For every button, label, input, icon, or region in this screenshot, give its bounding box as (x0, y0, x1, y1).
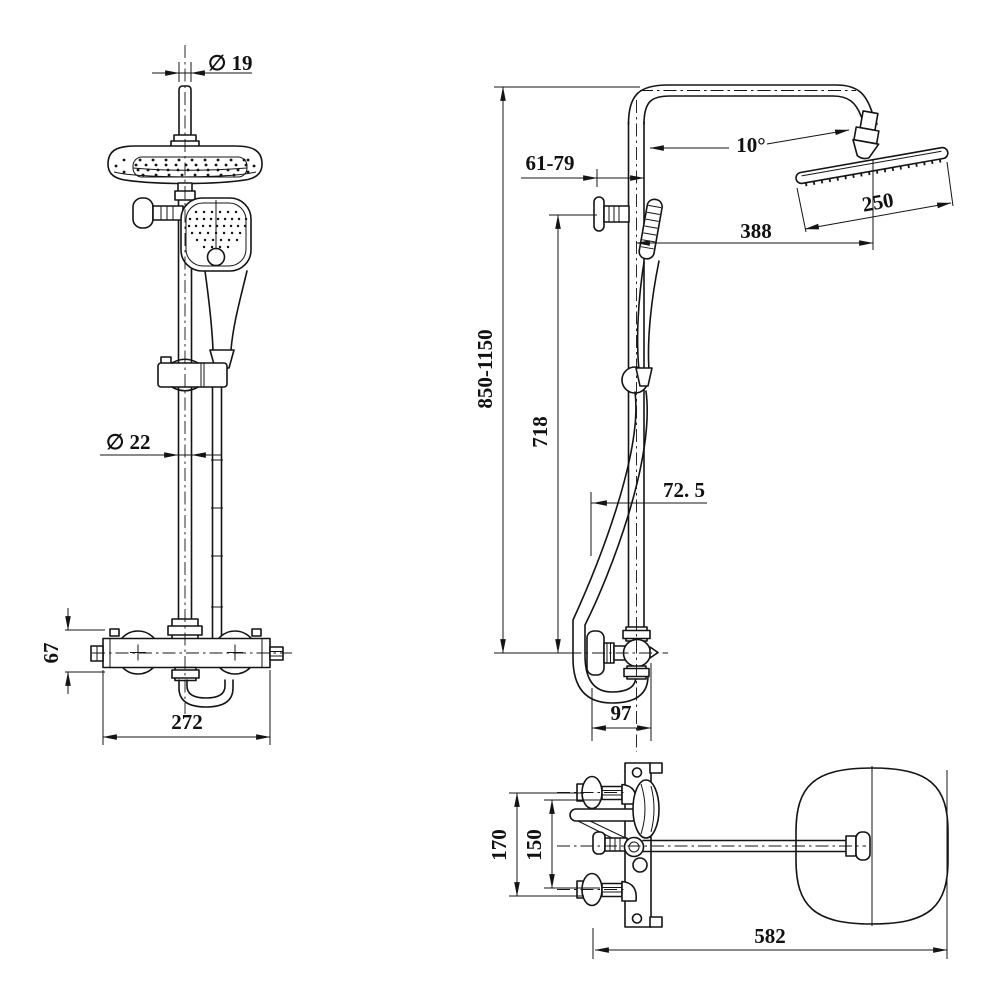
dim-wall-offset: 61-79 (526, 151, 575, 175)
dim-valve-depth: 97 (611, 701, 632, 725)
top-dimensions: 170 150 582 (487, 770, 948, 959)
hand-shower-top (569, 808, 639, 822)
overhead-nozzles (114, 158, 256, 177)
dim-supply-centers: 150 (522, 829, 546, 861)
dim-rail-diameter: ∅ 22 (106, 430, 151, 454)
hose-segment-marks (211, 459, 223, 608)
shower-arm-inner (643, 95, 867, 129)
temperature-knob-top (632, 779, 660, 839)
supply-fitting-bottom (576, 872, 638, 907)
arm-swivel (623, 836, 645, 858)
hand-shower-nozzles (187, 210, 248, 249)
hose-connector-side (635, 367, 653, 387)
hand-shower-handle (204, 270, 248, 351)
shower-arm-top (642, 839, 851, 853)
bracket-stub (152, 205, 184, 221)
dim-valve-width: 272 (171, 710, 203, 734)
spray-mode-button (206, 247, 226, 267)
top-view: 170 150 582 (487, 762, 949, 959)
wall-bracket-side (593, 196, 630, 232)
hand-shower-front (132, 197, 252, 351)
hose-loop (178, 679, 234, 708)
rail-slider (157, 356, 228, 392)
dim-total-reach: 582 (754, 924, 786, 948)
shower-hose-side (572, 390, 649, 704)
dim-head-angle: 10° (736, 133, 765, 157)
valve-top-view (569, 779, 660, 855)
dim-hose-clearance: 72. 5 (663, 478, 705, 502)
dim-head-width: 250 (860, 188, 895, 217)
dim-outer-span: 170 (487, 829, 511, 861)
screw-hole (631, 913, 643, 924)
dim-arm-reach: 388 (740, 219, 772, 243)
valve-spout (649, 646, 659, 659)
screw-hole (631, 767, 643, 778)
bracket-knob (132, 197, 154, 229)
front-view: ∅ 19 ∅ 22 67 272 (39, 45, 292, 745)
overhead-nozzles-side (805, 158, 942, 187)
thermostatic-valve-front (90, 618, 284, 708)
screw-hole (632, 857, 648, 873)
side-dimensions: 850-1150 718 61-79 10° 388 250 72. 5 97 (473, 86, 954, 741)
overhead-shower-side (795, 146, 949, 187)
knob-top (592, 831, 606, 855)
shower-arm-outer (627, 84, 878, 125)
hand-shower-hose (211, 369, 223, 641)
head-ball-joint (852, 110, 880, 160)
valve-outlet (269, 646, 284, 661)
dim-valve-height: 67 (39, 643, 63, 664)
front-dimensions: ∅ 19 ∅ 22 67 272 (39, 51, 271, 745)
dim-head-pipe-diameter: ∅ 19 (208, 51, 253, 75)
hand-shower-side (636, 198, 663, 371)
side-view: 850-1150 718 61-79 10° 388 250 72. 5 97 (473, 84, 954, 752)
dim-height-range: 850-1150 (473, 329, 497, 408)
dim-rail-to-valve: 718 (528, 416, 552, 448)
